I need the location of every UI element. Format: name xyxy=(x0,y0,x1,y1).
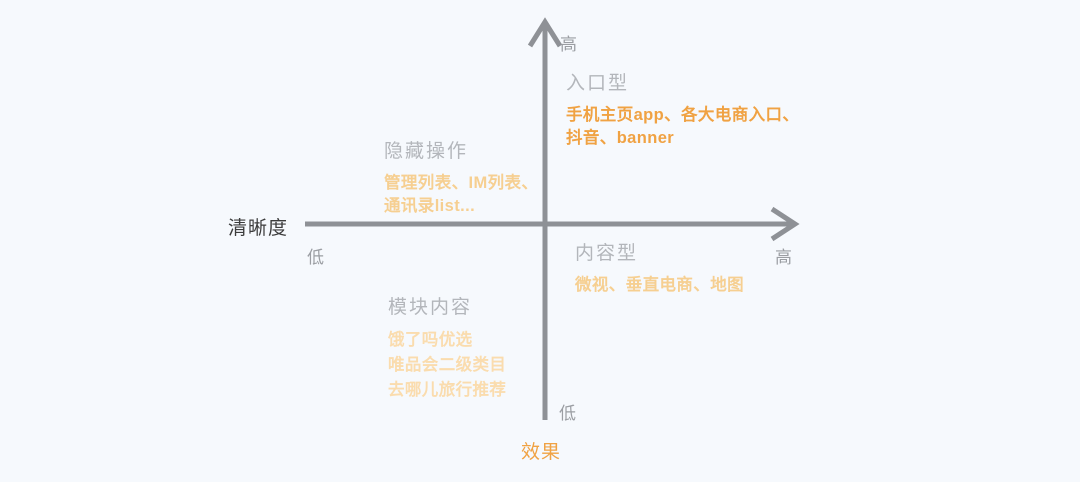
quadrant-module-item-line: 唯品会二级类目 xyxy=(388,356,507,374)
quadrant-content-items: 微视、垂直电商、地图 xyxy=(575,274,744,297)
quadrant-entry: 入口型 手机主页app、各大电商入口、 抖音、banner xyxy=(566,68,799,150)
horizontal-axis-low-label: 低 xyxy=(307,248,324,267)
quadrant-hidden-items: 管理列表、IM列表、 通讯录list... xyxy=(384,172,538,218)
quadrant-content-title: 内容型 xyxy=(575,243,639,264)
horizontal-axis-arrowhead xyxy=(770,206,800,242)
vertical-axis-arrowhead xyxy=(527,17,563,48)
quadrant-module-items: 饿了吗优选 唯品会二级类目 去哪儿旅行推荐 xyxy=(388,328,506,403)
vertical-axis-high-label: 高 xyxy=(560,35,577,54)
quadrant-hidden-item-line: 通讯录list... xyxy=(384,197,476,215)
quadrant-entry-item-line: 抖音、banner xyxy=(566,129,675,147)
quadrant-hidden-title: 隐藏操作 xyxy=(384,141,469,162)
quadrant-content-item-line: 微视、垂直电商、地图 xyxy=(575,276,744,294)
vertical-axis-low-label: 低 xyxy=(559,404,576,423)
quadrant-module-title: 模块内容 xyxy=(388,297,473,318)
quadrant-module-item-line: 饿了吗优选 xyxy=(388,331,473,349)
quadrant-module: 模块内容 饿了吗优选 唯品会二级类目 去哪儿旅行推荐 xyxy=(388,292,506,403)
vertical-axis-name: 效果 xyxy=(521,442,562,463)
quadrant-entry-items: 手机主页app、各大电商入口、 抖音、banner xyxy=(566,104,799,150)
quadrant-content: 内容型 微视、垂直电商、地图 xyxy=(575,238,744,297)
quadrant-hidden-item-line: 管理列表、IM列表、 xyxy=(384,174,539,192)
quadrant-entry-title: 入口型 xyxy=(566,73,630,94)
quadrant-hidden: 隐藏操作 管理列表、IM列表、 通讯录list... xyxy=(384,136,538,218)
quadrant-entry-item-line: 手机主页app、各大电商入口、 xyxy=(566,106,800,124)
quadrant-module-item-line: 去哪儿旅行推荐 xyxy=(388,381,507,399)
horizontal-axis-name: 清晰度 xyxy=(228,218,289,239)
horizontal-axis-high-label: 高 xyxy=(775,248,792,267)
